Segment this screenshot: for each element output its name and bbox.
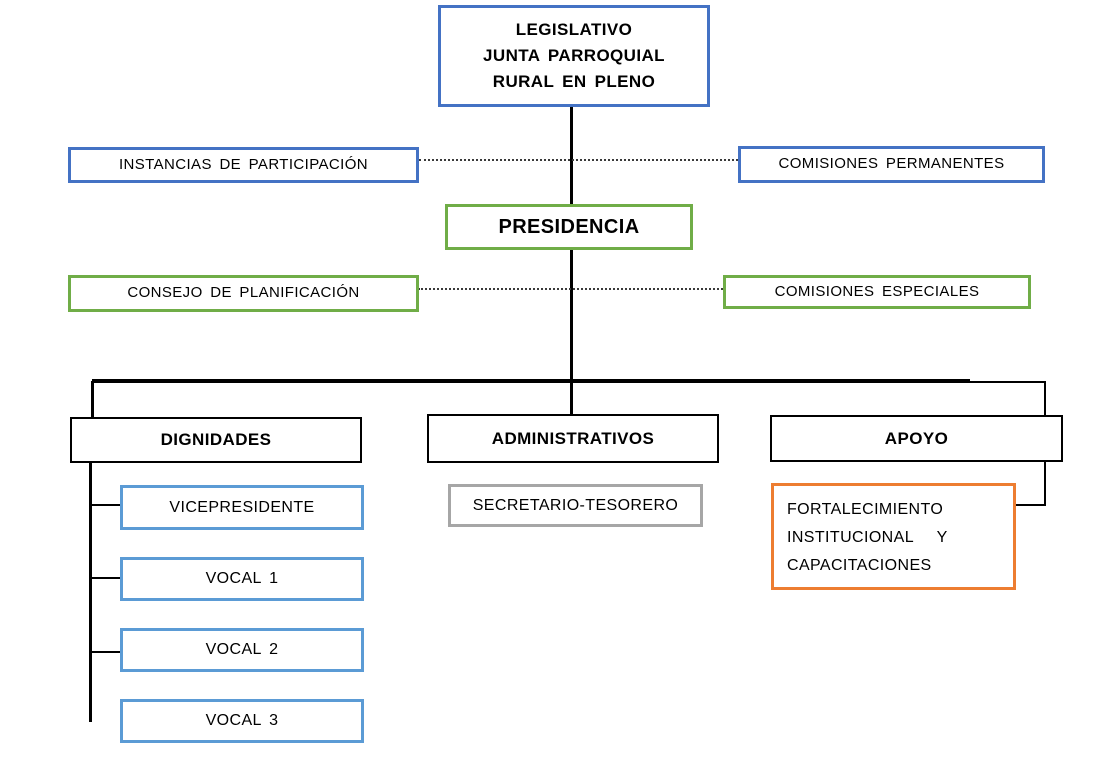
connector-stub-vocal2 — [91, 651, 120, 653]
node-vocal-3: VOCAL 3 — [120, 699, 364, 743]
node-fortalecimiento-line3: CAPACITACIONES — [787, 557, 932, 574]
connector-branch-horizontal — [92, 379, 970, 383]
node-fortalecimiento-line2: INSTITUCIONAL Y — [787, 529, 948, 546]
node-instancias-de-participacion: INSTANCIAS DE PARTICIPACIÓN — [68, 147, 419, 183]
connector-apoyo-elbow-vertical — [1044, 381, 1046, 415]
node-presidencia: PRESIDENCIA — [445, 204, 693, 250]
connector-dignidades-stem — [89, 463, 92, 722]
node-fortalecimiento-line1: FORTALECIMIENTO — [787, 501, 944, 518]
node-vocal-1: VOCAL 1 — [120, 557, 364, 601]
node-legislativo-line1: LEGISLATIVO — [515, 20, 633, 39]
node-apoyo: APOYO — [770, 415, 1063, 462]
connector-dignidades-drop — [91, 381, 94, 417]
node-vocal-2: VOCAL 2 — [120, 628, 364, 672]
connector-apoyo-elbow-horizontal — [968, 381, 1046, 383]
node-legislativo-junta-parroquial: LEGISLATIVO JUNTA PARROQUIAL RURAL EN PL… — [438, 5, 710, 107]
connector-presidencia-branch — [570, 250, 573, 415]
node-secretario-tesorero: SECRETARIO-TESORERO — [448, 484, 703, 527]
connector-apoyo-fortalecimiento-stub — [1015, 504, 1046, 506]
node-legislativo-line3: RURAL EN PLENO — [492, 72, 656, 91]
connector-stub-vicepresidente — [91, 504, 120, 506]
node-administrativos: ADMINISTRATIVOS — [427, 414, 719, 463]
node-dignidades: DIGNIDADES — [70, 417, 362, 463]
connector-apoyo-fortalecimiento-vertical — [1044, 462, 1046, 505]
node-fortalecimiento-institucional: FORTALECIMIENTO INSTITUCIONAL Y CAPACITA… — [771, 483, 1016, 590]
connector-dotted-instancias-comisiones — [419, 159, 738, 161]
node-comisiones-permanentes: COMISIONES PERMANENTES — [738, 146, 1045, 183]
connector-dotted-consejo-especiales — [418, 288, 723, 290]
node-vicepresidente: VICEPRESIDENTE — [120, 485, 364, 530]
connector-legislativo-presidencia — [570, 107, 573, 204]
node-consejo-de-planificacion: CONSEJO DE PLANIFICACIÓN — [68, 275, 419, 312]
connector-stub-vocal1 — [91, 577, 120, 579]
node-comisiones-especiales: COMISIONES ESPECIALES — [723, 275, 1031, 309]
node-legislativo-line2: JUNTA PARROQUIAL — [483, 46, 665, 65]
